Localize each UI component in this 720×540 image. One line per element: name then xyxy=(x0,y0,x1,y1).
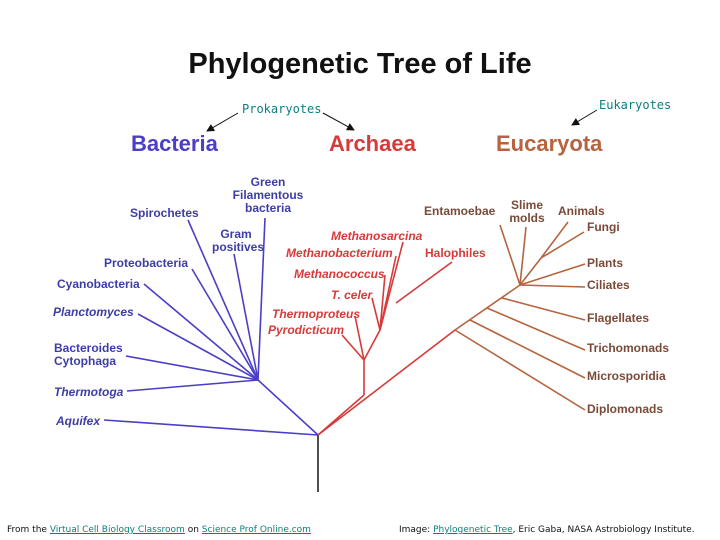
archaea-branches xyxy=(317,241,456,436)
label-plants: Plants xyxy=(587,256,624,270)
label-animals: Animals xyxy=(558,204,605,218)
link-science-prof-online[interactable]: Science Prof Online.com xyxy=(201,525,311,535)
label-green-filamentous-bacteria: Green Filamentous bacteria xyxy=(232,175,304,215)
label-fungi: Fungi xyxy=(587,220,620,234)
label-cyanobacteria: Cyanobacteria xyxy=(57,277,140,291)
footer-right-credit: Image: Phylogenetic Tree, Eric Gaba, NAS… xyxy=(399,525,695,535)
label-bacteroides-cytophaga: Bacteroides Cytophaga xyxy=(54,341,123,368)
label-planctomyces: Planctomyces xyxy=(53,305,134,319)
label-thermoproteus: Thermoproteus xyxy=(272,307,361,321)
label-spirochetes: Spirochetes xyxy=(130,206,199,220)
label-microsporidia: Microsporidia xyxy=(587,369,666,383)
page-title: Phylogenetic Tree of Life xyxy=(188,48,532,80)
label-aquifex: Aquifex xyxy=(56,414,101,428)
bacteria-branches xyxy=(103,217,319,436)
label-entamoebae: Entamoebae xyxy=(424,204,496,218)
label-proteobacteria: Proteobacteria xyxy=(104,256,189,270)
label-gram-positives: Gram positives xyxy=(212,227,265,254)
link-phylogenetic-tree[interactable]: Phylogenetic Tree xyxy=(433,525,513,535)
label-halophiles: Halophiles xyxy=(425,246,486,260)
label-t-celer: T. celer xyxy=(331,288,373,302)
label-methanobacterium: Methanobacterium xyxy=(286,246,393,260)
label-ciliates: Ciliates xyxy=(587,278,630,292)
footer-left-credit: From the Virtual Cell Biology Classroom … xyxy=(7,525,311,535)
annotation-arrows xyxy=(206,109,598,132)
domain-archaea: Archaea xyxy=(329,131,416,156)
prokaryotes-annotation: Prokaryotes xyxy=(242,102,322,116)
label-methanosarcina: Methanosarcina xyxy=(331,229,423,243)
domain-eucaryota: Eucaryota xyxy=(496,131,603,156)
link-virtual-cell-biology-classroom[interactable]: Virtual Cell Biology Classroom xyxy=(49,525,185,535)
eukaryotes-annotation: Eukaryotes xyxy=(599,98,672,112)
eucaryota-branches xyxy=(454,221,586,411)
domain-bacteria: Bacteria xyxy=(131,131,218,156)
label-pyrodicticum: Pyrodicticum xyxy=(268,323,345,337)
label-slime-molds: Slime molds xyxy=(509,198,545,225)
label-flagellates: Flagellates xyxy=(587,311,650,325)
label-trichomonads: Trichomonads xyxy=(587,341,670,355)
label-thermotoga: Thermotoga xyxy=(54,385,124,399)
label-methanococcus: Methanococcus xyxy=(294,267,385,281)
label-diplomonads: Diplomonads xyxy=(587,402,664,416)
